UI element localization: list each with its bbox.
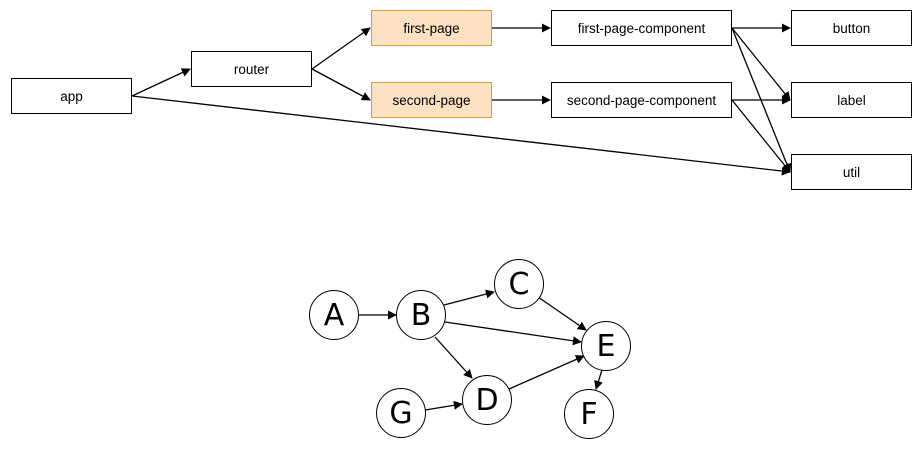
node-F: F: [564, 389, 614, 439]
node-first-page-component: first-page-component: [551, 10, 732, 46]
edge-B-C: [443, 289, 495, 306]
node-router: router: [191, 51, 312, 87]
edge-B-D: [434, 336, 473, 379]
edge-E-F: [594, 369, 603, 390]
node-D: D: [462, 375, 512, 425]
edge-G-D: [424, 400, 463, 411]
node-first-page: first-page: [371, 10, 492, 46]
edge-B-E: [444, 321, 582, 346]
edge-spc-util: [731, 99, 791, 173]
node-label: label: [791, 82, 912, 118]
node-button: button: [791, 10, 912, 46]
edge-router-first-page: [311, 27, 371, 70]
node-C: C: [494, 259, 544, 309]
node-G: G: [376, 388, 426, 438]
edge-app-util: [131, 95, 791, 176]
node-B: B: [396, 290, 446, 340]
edge-router-second-page: [311, 68, 371, 101]
node-second-page-component: second-page-component: [551, 82, 732, 118]
node-second-page: second-page: [371, 82, 492, 118]
node-app: app: [11, 78, 132, 114]
node-util: util: [791, 154, 912, 190]
edge-fpc-label: [731, 27, 791, 101]
edge-C-E: [537, 296, 587, 331]
edge-D-E: [508, 355, 585, 390]
node-E: E: [581, 321, 631, 371]
edge-app-router: [131, 68, 191, 97]
node-A: A: [309, 290, 359, 340]
